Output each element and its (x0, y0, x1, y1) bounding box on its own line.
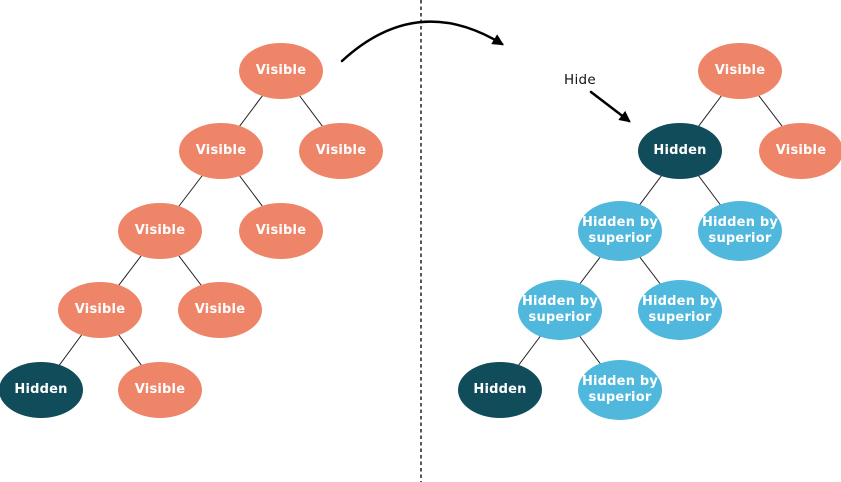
node-visible: Visible (759, 123, 841, 179)
node-visible: Visible (239, 43, 323, 99)
node-hidden: Hidden (638, 123, 722, 179)
transform-arrow (340, 20, 504, 63)
node-visible: Visible (178, 282, 262, 338)
node-visible: Visible (299, 123, 383, 179)
node-hidden-by-superior: Hidden by superior (518, 280, 602, 340)
node-visible: Visible (179, 123, 263, 179)
node-hidden: Hidden (458, 362, 542, 418)
node-visible: Visible (698, 43, 782, 99)
node-visible: Visible (58, 282, 142, 338)
node-hidden: Hidden (0, 362, 83, 418)
node-hidden-by-superior: Hidden by superior (638, 280, 722, 340)
node-visible: Visible (118, 203, 202, 259)
node-hidden-by-superior: Hidden by superior (578, 201, 662, 261)
node-hidden-by-superior: Hidden by superior (698, 201, 782, 261)
hide-annotation-label: Hide (564, 72, 596, 88)
hide-arrow (589, 90, 631, 123)
node-visible: Visible (118, 362, 202, 418)
node-visible: Visible (239, 203, 323, 259)
node-hidden-by-superior: Hidden by superior (578, 360, 662, 420)
